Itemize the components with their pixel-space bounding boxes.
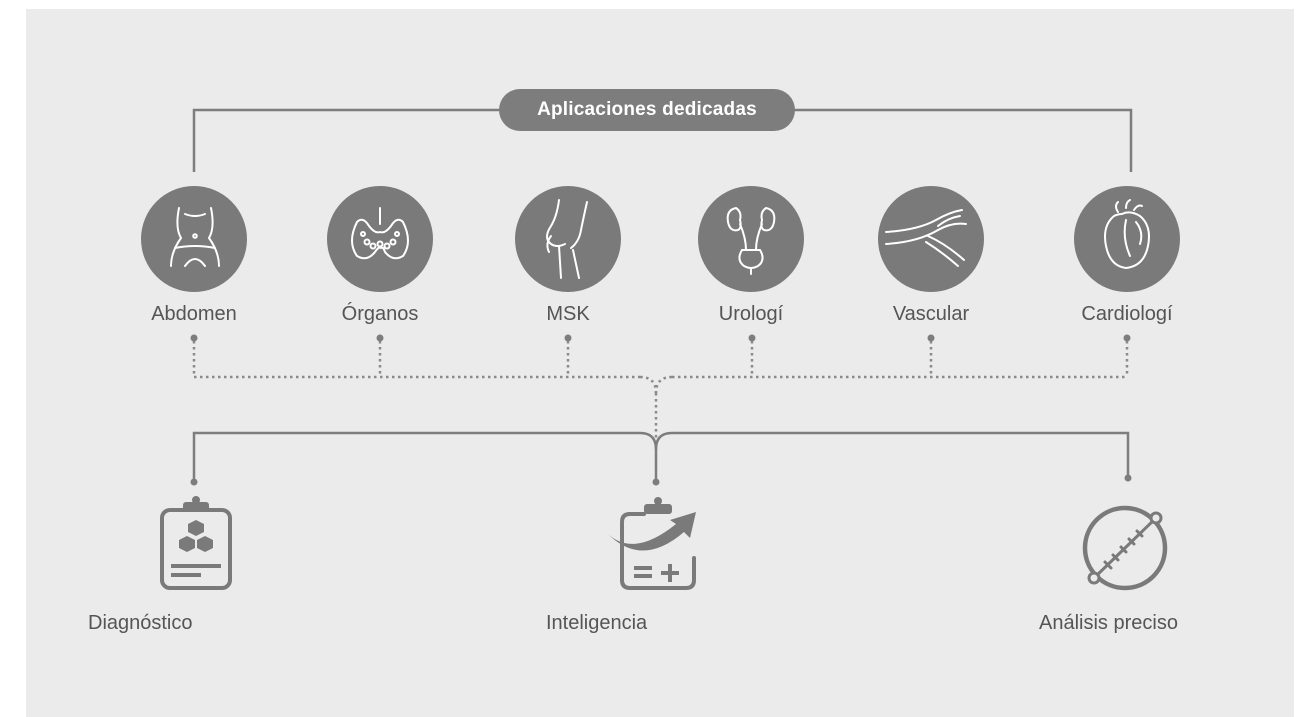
- dedicated-applications-title: Aplicaciones dedicadas: [499, 89, 795, 131]
- output-label: Inteligencia: [546, 612, 648, 634]
- output-inteligencia: Inteligencia: [546, 612, 647, 635]
- abdomen-icon: [141, 186, 247, 292]
- category-label: Órganos: [341, 303, 419, 325]
- category-organos: Órganos: [300, 186, 460, 326]
- output-label: Análisis preciso: [1039, 612, 1178, 634]
- category-abdomen: Abdomen: [114, 186, 274, 326]
- clipboard-cubes-icon: [160, 496, 232, 590]
- urinary-system-icon: [698, 186, 804, 292]
- category-label: Cardiologí: [1081, 303, 1173, 325]
- thyroid-icon: [327, 186, 433, 292]
- category-label: Vascular: [892, 303, 970, 325]
- top-bracket-line-right: [794, 108, 1133, 172]
- category-cardiologia: Cardiologí: [1047, 186, 1207, 326]
- category-label: Abdomen: [151, 303, 237, 325]
- top-bracket-line: [192, 108, 500, 172]
- category-vascular: Vascular: [851, 186, 1011, 326]
- dotted-collector-dots: [190, 334, 1131, 342]
- output-diagnostico: Diagnóstico: [88, 612, 193, 635]
- output-label: Diagnóstico: [88, 612, 193, 634]
- category-urologia: Urologí: [671, 186, 831, 326]
- output-analisis-preciso: Análisis preciso: [1039, 612, 1178, 635]
- clipboard-arrow-icon: [608, 497, 696, 590]
- category-label: MSK: [546, 303, 590, 325]
- knee-icon: [515, 186, 621, 292]
- category-msk: MSK: [488, 186, 648, 326]
- category-label: Urologí: [718, 303, 784, 325]
- heart-icon: [1074, 186, 1180, 292]
- caliper-measure-icon: [1082, 505, 1168, 591]
- blood-vessel-icon: [878, 186, 984, 292]
- dotted-collector: [192, 341, 1129, 440]
- bottom-bracket-line: [192, 431, 1130, 480]
